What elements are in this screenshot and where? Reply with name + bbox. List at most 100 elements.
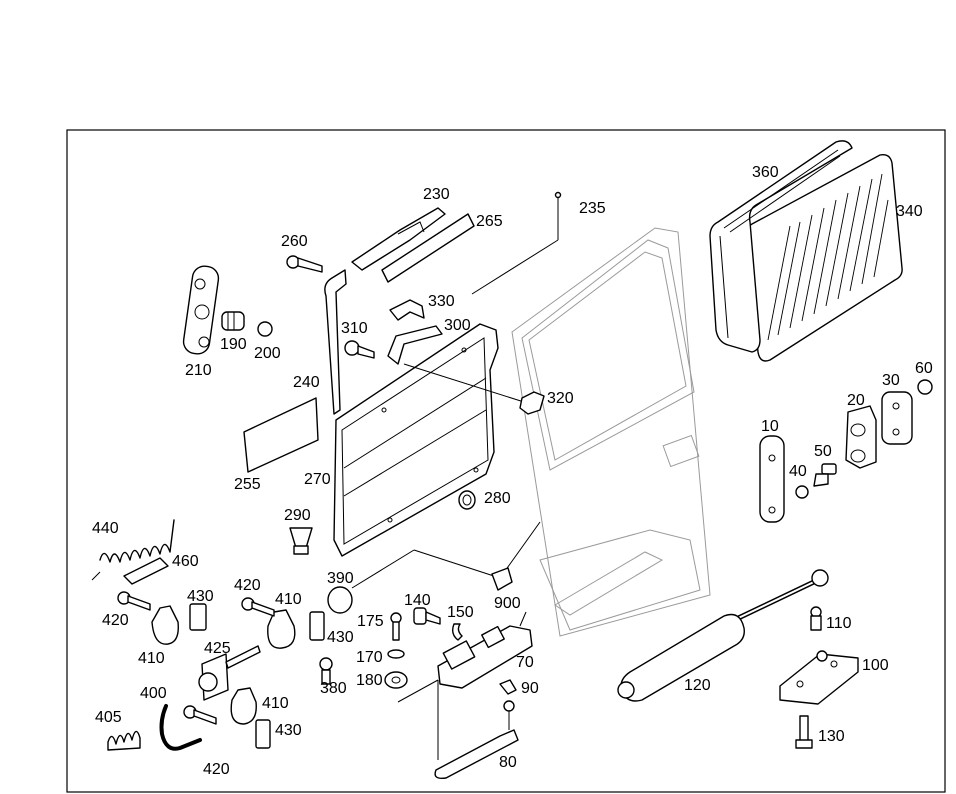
screw-260 xyxy=(286,255,323,273)
washer-170 xyxy=(387,649,405,659)
label-290: 290 xyxy=(284,507,311,524)
label-255: 255 xyxy=(234,476,261,493)
label-70: 70 xyxy=(516,654,534,671)
bolt-50 xyxy=(813,463,837,487)
screw-420a xyxy=(117,591,151,611)
bolt-140 xyxy=(413,607,441,625)
label-460: 460 xyxy=(172,553,199,570)
labels: 10 20 30 40 50 60 70 80 90 100 110 120 1… xyxy=(92,164,933,778)
label-80: 80 xyxy=(499,754,517,771)
label-110: 110 xyxy=(826,615,852,632)
washer-60 xyxy=(917,379,933,395)
hinge-plate xyxy=(182,265,220,355)
label-90: 90 xyxy=(521,680,539,697)
lock-rod xyxy=(471,191,562,295)
screw-175 xyxy=(390,612,402,641)
window-glass xyxy=(745,153,903,362)
screw-420b xyxy=(241,597,275,617)
diagram-frame xyxy=(66,129,946,793)
label-390: 390 xyxy=(327,570,354,587)
label-425: 425 xyxy=(204,640,231,657)
label-900: 900 xyxy=(494,595,521,612)
link-rod-80 xyxy=(434,680,519,780)
trim-strip xyxy=(381,213,475,283)
inner-handle xyxy=(387,325,443,365)
spring-405 xyxy=(107,730,141,751)
label-400: 400 xyxy=(140,685,167,702)
door-panel-frame xyxy=(324,269,347,415)
label-150: 150 xyxy=(447,604,474,621)
inner-door-panel xyxy=(333,323,499,557)
clip-430a xyxy=(189,603,207,631)
label-50: 50 xyxy=(814,443,832,460)
label-410c: 410 xyxy=(262,695,289,712)
hinge-block-30 xyxy=(881,391,913,445)
label-235: 235 xyxy=(579,200,606,217)
screw-310 xyxy=(344,340,375,359)
bolt-190 xyxy=(221,311,245,331)
label-180: 180 xyxy=(356,672,383,689)
label-175: 175 xyxy=(357,613,384,630)
label-300: 300 xyxy=(444,317,471,334)
pad-460 xyxy=(123,557,169,585)
label-330: 330 xyxy=(428,293,455,310)
label-190: 190 xyxy=(220,336,247,353)
label-420a: 420 xyxy=(102,612,129,629)
label-40: 40 xyxy=(789,463,807,480)
label-240: 240 xyxy=(293,374,320,391)
clamp-410a xyxy=(151,605,179,645)
label-410b: 410 xyxy=(275,591,302,608)
label-260: 260 xyxy=(281,233,308,250)
label-140: 140 xyxy=(404,592,431,609)
clip-90 xyxy=(499,679,517,695)
clip-430c xyxy=(255,719,271,749)
label-210: 210 xyxy=(185,362,212,379)
label-120: 120 xyxy=(684,677,711,694)
push-clip-290 xyxy=(289,527,313,555)
label-440: 440 xyxy=(92,520,119,537)
door-outline xyxy=(511,227,711,637)
clamp-410c xyxy=(230,687,257,725)
washer-200 xyxy=(257,321,273,337)
label-30: 30 xyxy=(882,372,900,389)
clip-430b xyxy=(309,611,325,641)
label-170: 170 xyxy=(356,649,383,666)
handle-clip xyxy=(389,299,425,321)
label-280: 280 xyxy=(484,490,511,507)
latch-70 xyxy=(437,611,533,689)
label-380: 380 xyxy=(320,680,347,697)
label-420c: 420 xyxy=(203,761,230,778)
label-230: 230 xyxy=(423,186,450,203)
window-seal xyxy=(709,140,853,353)
label-410a: 410 xyxy=(138,650,165,667)
washer-40 xyxy=(795,485,809,499)
label-10: 10 xyxy=(761,418,779,435)
label-60: 60 xyxy=(915,360,933,377)
grommet-280 xyxy=(458,490,476,510)
handle-trim xyxy=(351,207,446,271)
spring-clip-150 xyxy=(451,623,463,641)
label-20: 20 xyxy=(847,392,865,409)
screw-420c xyxy=(183,705,217,725)
label-420b: 420 xyxy=(234,577,261,594)
bracket-425 xyxy=(198,645,261,701)
label-100: 100 xyxy=(862,657,889,674)
label-320: 320 xyxy=(547,390,574,407)
label-430a: 430 xyxy=(187,588,214,605)
ball-stud-110 xyxy=(810,606,822,631)
label-430b: 430 xyxy=(327,629,354,646)
label-310: 310 xyxy=(341,320,368,337)
label-340: 340 xyxy=(896,203,923,220)
cable-400 xyxy=(159,704,202,751)
cover-panel xyxy=(243,397,319,473)
label-130: 130 xyxy=(818,728,845,745)
clamp-410b xyxy=(267,609,296,649)
lever-900 xyxy=(351,521,541,591)
lock-button xyxy=(403,363,545,415)
screw-380 xyxy=(319,657,333,685)
bolt-130 xyxy=(795,715,813,749)
label-200: 200 xyxy=(254,345,281,362)
label-405: 405 xyxy=(95,709,122,726)
cap-390 xyxy=(327,586,353,614)
